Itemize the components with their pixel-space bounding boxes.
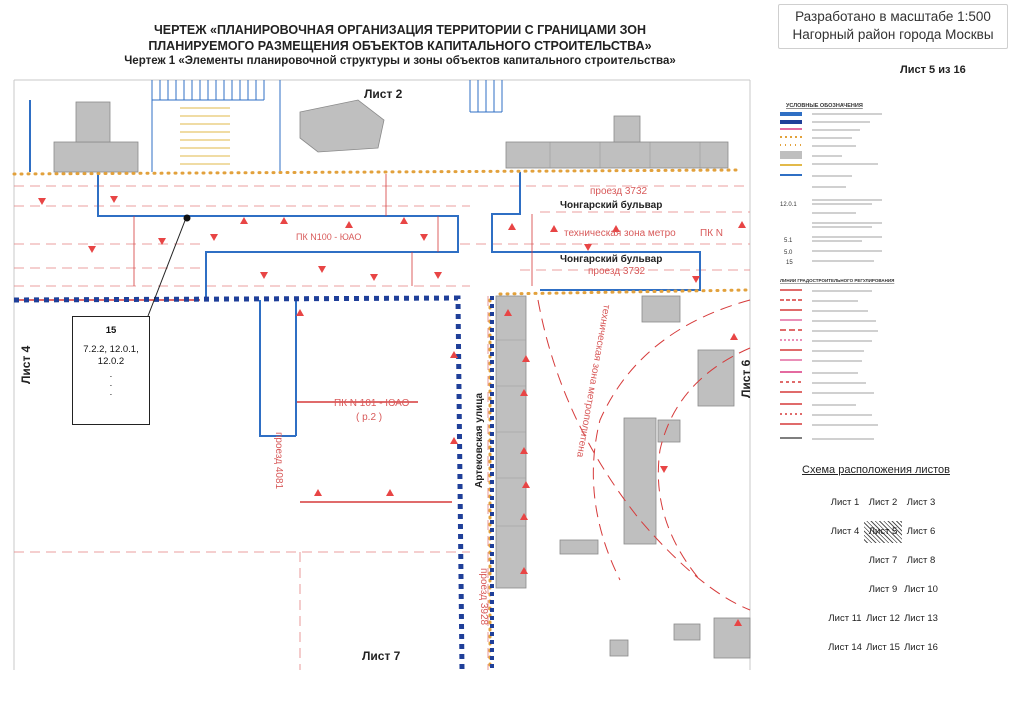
building (613, 115, 641, 143)
scale-text: Разработано в масштабе 1:500 (795, 9, 991, 24)
building (75, 101, 111, 143)
top-structures (151, 80, 503, 172)
sheet-cell: Лист 5 (864, 521, 902, 543)
legend-section-title: ЛИНИИ ГРАДОСТРОИТЕЛЬНОГО РЕГУЛИРОВАНИЯ (780, 278, 894, 283)
building (299, 99, 385, 153)
label-pk-n: ПК N (700, 228, 723, 239)
legend-number-3: 5.0 (784, 250, 793, 256)
building (53, 141, 139, 173)
building (623, 417, 657, 545)
sheet-cell: Лист 12 (866, 613, 900, 624)
label-street-chongar-1: Чонгарский бульвар (560, 199, 662, 211)
label-pk-101: ПК N 101 - ЮАО (334, 398, 410, 409)
buildings (53, 99, 751, 659)
sheet-cell: Лист 10 (904, 584, 938, 595)
label-sheet-top: Лист 2 (364, 87, 403, 101)
building-long (495, 295, 527, 589)
legend-text-lines (812, 113, 882, 440)
zone-more-dots: . . . (73, 369, 149, 398)
legend-title: УСЛОВНЫЕ ОБОЗНАЧЕНИЯ (786, 103, 863, 109)
building (713, 617, 751, 659)
zone-info-box: 15 7.2.2, 12.0.1, 12.0.2 . . . (72, 316, 150, 425)
sheet-cell: Лист 13 (904, 613, 938, 624)
sheet-cell: Лист 11 (828, 613, 862, 624)
zone-boundaries (29, 100, 701, 437)
dimension-marks (133, 174, 533, 286)
label-pk-101-sub: ( р.2 ) (356, 412, 382, 423)
title-block: ЧЕРТЕЖ «ПЛАНИРОВОЧНАЯ ОРГАНИЗАЦИЯ ТЕРРИТ… (60, 22, 740, 69)
scale-stamp: Разработано в масштабе 1:500 Нагорный ра… (778, 4, 1008, 49)
sheet-cell: Лист 2 (868, 497, 898, 508)
label-tech-zone-1: техническая зона метро (564, 228, 676, 239)
title-line-2: ПЛАНИРУЕМОГО РАЗМЕЩЕНИЯ ОБЪЕКТОВ КАПИТАЛ… (148, 39, 652, 53)
sheet-cell: Лист 7 (868, 555, 898, 566)
dot: . (109, 387, 113, 398)
label-street-artek: Артековская улица (474, 393, 485, 488)
building (609, 639, 629, 657)
sheet-number: Лист 5 из 16 (900, 64, 966, 76)
sheet-cell: Лист 14 (828, 642, 862, 653)
metro-zone-curves (537, 299, 751, 611)
stair-steps (180, 107, 230, 165)
label-tech-zone-2: техническая зона метрополитена (574, 303, 612, 458)
sheet-layout-title: Схема расположения листов (802, 464, 950, 476)
building (505, 141, 729, 169)
dot: . (109, 369, 113, 380)
zone-codes-line-2: 12.0.2 (97, 356, 125, 367)
sheet-cell: Лист 15 (866, 642, 900, 653)
label-sheet-right: Лист 6 (739, 359, 753, 398)
legend-number-4: 15 (786, 260, 793, 266)
building (641, 295, 681, 323)
district-text: Нагорный район города Москвы (792, 27, 994, 42)
sheet-cell: Лист 8 (906, 555, 936, 566)
building (559, 539, 599, 555)
infobox-leader (147, 217, 187, 317)
zone-number: 15 (105, 325, 117, 336)
road-dashed-lines (14, 185, 750, 670)
sheet-cell: Лист 9 (868, 584, 898, 595)
building-divisions (496, 142, 701, 527)
building (673, 623, 701, 641)
drawing-subtitle: Чертеж 1 «Элементы планировочной структу… (124, 55, 676, 67)
red-markers (38, 196, 746, 626)
label-street-chongar-2: Чонгарский бульвар (560, 253, 662, 265)
label-proezd-4081: проезд 4081 (273, 432, 284, 490)
sheet-cell: Лист 1 (830, 497, 860, 508)
title-line-1: ЧЕРТЕЖ «ПЛАНИРОВОЧНАЯ ОРГАНИЗАЦИЯ ТЕРРИТ… (153, 23, 646, 37)
legend-number-1: 12.0.1 (780, 202, 797, 208)
zone-codes-line-1: 7.2.2, 12.0.1, (83, 344, 139, 355)
sheet-cell: Лист 4 (830, 526, 860, 537)
label-proezd-3732-a: проезд 3732 (590, 186, 648, 197)
planned-zone-boundary (13, 295, 465, 671)
sheet-cell: Лист 6 (906, 526, 936, 537)
sheet-cell: Лист 3 (906, 497, 936, 508)
building (657, 419, 681, 443)
label-sheet-left: Лист 4 (19, 345, 33, 384)
leader-point (183, 214, 191, 222)
zone-codes: 7.2.2, 12.0.1, 12.0.2 (73, 344, 149, 368)
sheet-cell: Лист 16 (904, 642, 938, 653)
dot: . (109, 378, 113, 389)
label-proezd-3732-b: проезд 3732 (588, 266, 646, 277)
label-sheet-bottom: Лист 7 (362, 649, 401, 663)
label-proezd-3928: проезд 3928 (478, 568, 489, 626)
legend-swatches (780, 112, 802, 439)
label-pk-100: ПК N100 - ЮАО (296, 232, 361, 242)
legend-number-2: 5.1 (784, 238, 793, 244)
